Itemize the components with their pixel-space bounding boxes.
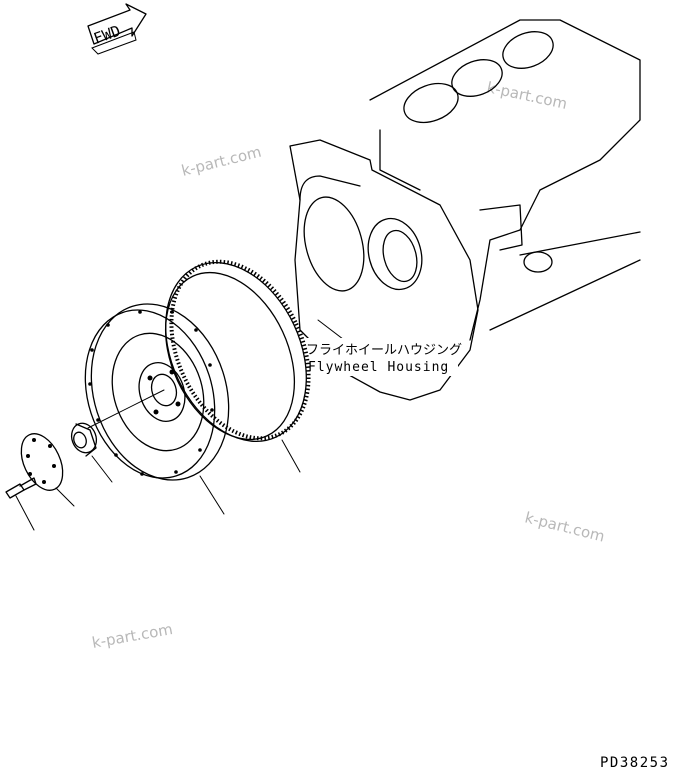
watermark: k-part.com <box>180 143 264 180</box>
watermark: k-part.com <box>523 508 607 545</box>
watermark: k-part.com <box>91 620 175 652</box>
drawing-id: PD38253 <box>600 755 670 769</box>
housing-label: フライホイールハウジング Flywheel Housing <box>302 338 462 376</box>
housing-label-en: Flywheel Housing <box>308 360 449 375</box>
fwd-arrow-icon: FWD <box>87 3 147 55</box>
engine-block <box>369 19 641 341</box>
bushing <box>70 422 113 483</box>
flywheel <box>84 303 230 515</box>
bolt <box>5 477 37 531</box>
housing-label-jp: フライホイールハウジング <box>306 343 462 358</box>
fwd-label: FWD <box>91 22 123 48</box>
ring-gear <box>164 259 311 473</box>
washer-plate <box>20 433 75 507</box>
